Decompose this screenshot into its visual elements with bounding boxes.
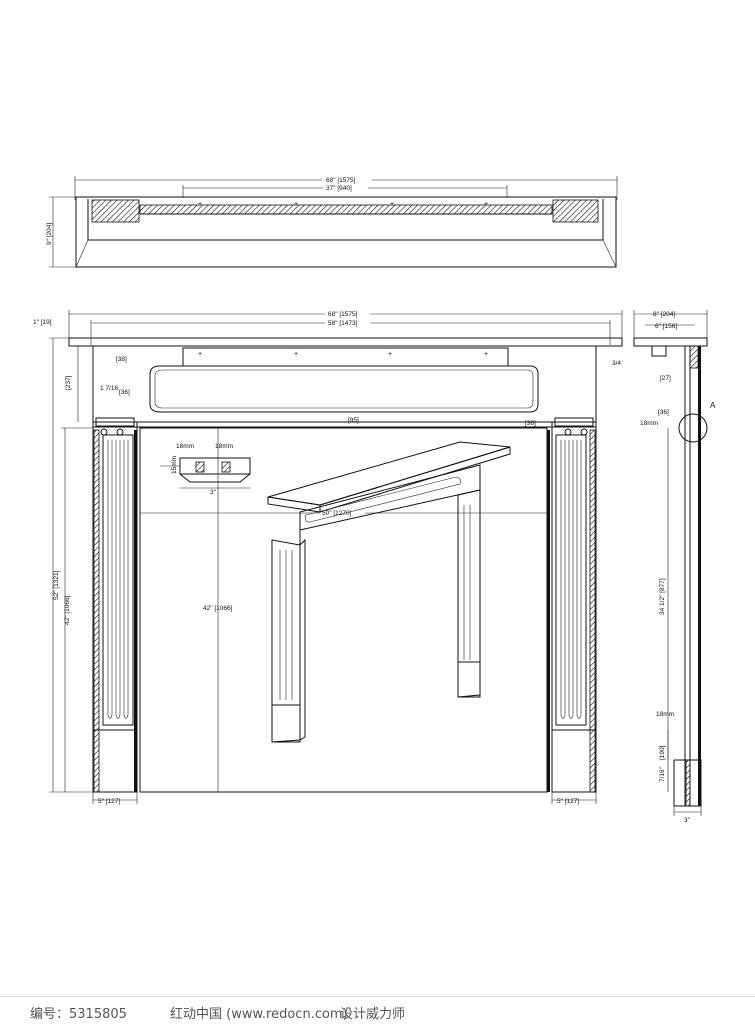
plan-overall-width: 68" [1575] xyxy=(326,177,356,184)
side-bottom: 3" xyxy=(684,817,691,824)
isometric-mantel xyxy=(267,441,511,743)
side-mm-18: 18mm xyxy=(640,420,658,427)
front-opening-height-center: 42" [1066] xyxy=(203,605,233,612)
svg-text:+: + xyxy=(484,351,488,358)
profile-detail: 18mm 18mm 15mm 3" xyxy=(160,443,251,496)
side-dim-36: [36] xyxy=(658,409,669,416)
front-top-height: 1" [19] xyxy=(33,319,52,326)
side-detail-label: A xyxy=(710,401,716,410)
svg-text:+: + xyxy=(390,201,394,208)
plan-depth: 9" [204] xyxy=(46,223,53,245)
front-dim-36: [36] xyxy=(119,389,130,396)
front-frac-2: 1 7/16 xyxy=(100,385,118,392)
front-dim-36b: [36] xyxy=(525,420,536,427)
plan-view: 68" [1575] 37" [940] + + + + 9" [204] xyxy=(46,176,618,268)
front-inner-width: 58" [1473] xyxy=(328,320,358,327)
detail-dim-4: 3" xyxy=(210,489,217,496)
side-height: 34 1/2" [877] xyxy=(659,578,666,615)
side-dim-27: [27] xyxy=(660,375,671,382)
front-opening-width: 50" [1270] xyxy=(322,510,352,517)
front-frieze-height: [237] xyxy=(65,375,72,390)
svg-text:+: + xyxy=(198,351,202,358)
front-frieze-center: [95] xyxy=(348,417,359,424)
svg-text:+: + xyxy=(388,351,392,358)
detail-dim-3: 15mm xyxy=(171,456,178,474)
front-opening-height: 42" [1066] xyxy=(64,595,71,625)
front-screws: + + + + xyxy=(198,351,488,358)
side-depth2: 6" [156] xyxy=(655,323,677,330)
svg-text:+: + xyxy=(484,201,488,208)
tagline: 设计威力师 xyxy=(340,1007,406,1022)
watermark-footer: 编号：5315805 红动中国 (www.redocn.com) 设计威力师 xyxy=(0,996,755,1025)
side-elevation: 8" [204] 6" [156] A [27] [36] 18mm 18mm … xyxy=(633,310,716,824)
side-frac: 7/16" xyxy=(659,766,666,782)
side-mm-18b: 18mm xyxy=(656,711,674,718)
detail-dim-1: 18mm xyxy=(176,443,194,450)
plan-inner-width: 37" [940] xyxy=(326,185,352,192)
front-dim-38: [38] xyxy=(116,356,127,363)
front-frac-1: 3/4 xyxy=(612,360,621,367)
detail-dim-2: 18mm xyxy=(215,443,233,450)
svg-text:+: + xyxy=(294,201,298,208)
image-id: 编号：5315805 xyxy=(30,1007,127,1022)
svg-text:+: + xyxy=(198,201,202,208)
front-leg-width-left: 5" [127] xyxy=(98,798,120,805)
plan-screws: + + + + xyxy=(198,201,488,208)
front-leg-width-right: 5" [127] xyxy=(557,798,579,805)
site-name: 红动中国 (www.redocn.com) xyxy=(170,1007,348,1022)
svg-text:+: + xyxy=(294,351,298,358)
side-base: [190] xyxy=(659,745,666,760)
front-overall-width: 68" [1575] xyxy=(328,311,358,318)
side-depth: 8" [204] xyxy=(653,311,675,318)
front-overall-height: 52" [1321] xyxy=(53,570,60,600)
front-elevation: 68" [1575] 58" [1473] + + + + xyxy=(33,310,623,805)
